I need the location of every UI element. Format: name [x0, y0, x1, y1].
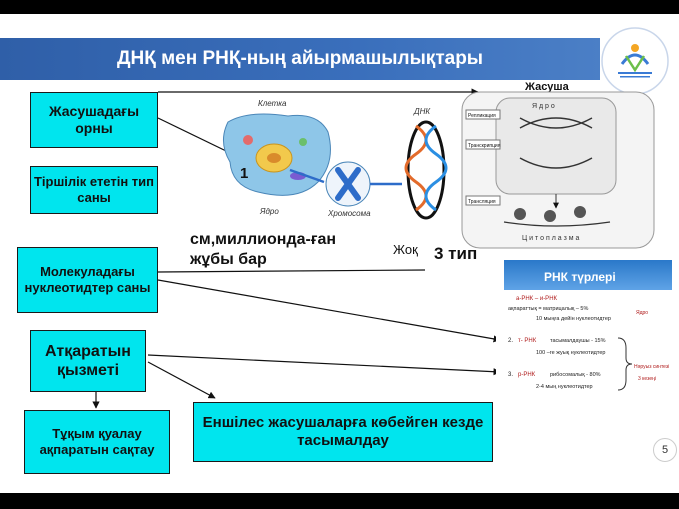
rna-row3-desc: рибосомалық - 80%: [550, 372, 601, 378]
rna-row3-sub: 2-4 мың нуклеотидтер: [536, 384, 593, 390]
box-transport: Еншілес жасушаларға көбейген кезде тасым…: [193, 402, 493, 462]
label-millions: см,миллионда-ған жұбы бар: [190, 231, 337, 268]
rna-row1-sub: 10 мыңға дейін нуклеотидтер: [536, 315, 611, 322]
rna-row3-name: р-РНК: [518, 372, 536, 378]
page-number: 5: [653, 438, 677, 462]
top-bar: [0, 0, 679, 14]
rna-row2-desc: тасымалдаушы - 15%: [550, 338, 606, 344]
diagram-step3: Трансляция: [468, 199, 496, 205]
bottom-bar: [0, 493, 679, 509]
cell-chromosome-dna-figure: Клетка ДНК 1 Ядро Хромосома: [223, 99, 448, 220]
box-nucleotides: Молекуладағы нуклеотидтер саны: [17, 247, 158, 313]
rna-row2-sub: 100 –ге жуық нуклеотидтер: [536, 350, 605, 356]
rna-row1-name: а-РНК – и-РНК: [516, 296, 558, 302]
figure-label-kletka: Клетка: [258, 99, 287, 108]
cell-process-diagram: Я д р о Ц и т о п л а з м а Репликация Т…: [461, 91, 655, 249]
rna-side-note: Нәруыз синтезі: [634, 364, 669, 370]
label-none: Жоқ: [393, 242, 418, 257]
logo-icon: [601, 27, 669, 95]
figure-label-chromosome: Хромосома: [327, 209, 371, 218]
box-location: Жасушадағы орны: [30, 92, 158, 148]
diagram-step2: Транскрипция: [468, 143, 501, 149]
rna-side-note2: 3 кезеңі: [638, 376, 656, 382]
diagram-cytoplasm: Ц и т о п л а з м а: [522, 235, 579, 242]
arrow-nucleotides-2: [157, 269, 426, 273]
label-three-types: 3 тип: [434, 244, 478, 263]
box-storage: Тұқым қуалау ақпаратын сақтау: [24, 410, 170, 474]
rna-row3-num: 3.: [508, 372, 513, 378]
slide-title: ДНҚ мен РНҚ-ның айырмашылықтары: [116, 48, 484, 69]
rna-row2-name: т- РНК: [518, 338, 537, 344]
rna-row1-desc: ақпараттық = матрицалық – 5%: [508, 306, 588, 312]
arrow-function-1: [147, 354, 501, 376]
figure-number-one: 1: [240, 165, 248, 182]
arrow-function-2: [147, 361, 216, 399]
diagram-step1: Репликация: [468, 113, 496, 119]
figure-label-dnk: ДНК: [413, 107, 431, 116]
arrow-nucleotides-1: [157, 279, 501, 343]
rna-row2-num: 2.: [508, 338, 513, 344]
title-band: [0, 38, 600, 80]
figure-label-yadro: Ядро: [259, 207, 279, 216]
box-function: Атқаратын қызметі: [30, 330, 146, 392]
box-living-types: Тіршілік ететін тип саны: [30, 166, 158, 214]
diagram-nucleus: Я д р о: [532, 103, 555, 110]
label-cell: Жасуша: [525, 81, 569, 93]
rna-card-title: РНК түрлері: [544, 270, 616, 284]
rna-types-card: РНК түрлері а-РНК – и-РНК ақпараттық = м…: [496, 258, 672, 420]
rna-row1-tag: Ядро: [636, 310, 648, 316]
